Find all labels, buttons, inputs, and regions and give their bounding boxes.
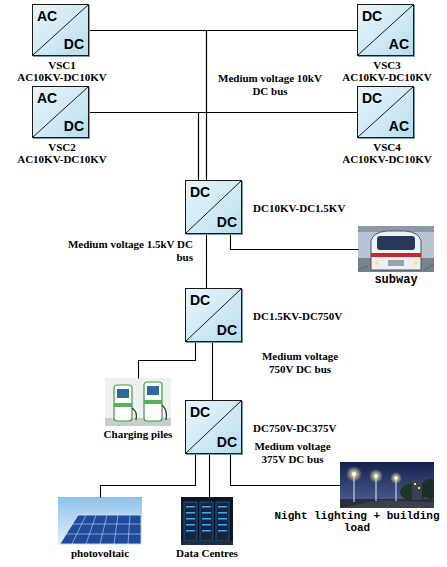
converter-rating: AC10KV-DC10KV — [327, 153, 447, 165]
converter-name: VSC1 — [2, 59, 122, 71]
charging-scene — [105, 378, 171, 426]
load-picture-box: Data Centres — [181, 497, 233, 545]
street-light-picture — [340, 462, 434, 508]
load-caption: Charging piles — [78, 428, 198, 440]
converter-name: VSC3 — [327, 59, 447, 71]
load-label: Data Centres — [147, 547, 267, 559]
bus-wire — [139, 343, 196, 379]
converter-diagonal-line — [186, 289, 241, 341]
converter-name: VSC2 — [2, 141, 122, 153]
converter-rating: AC10KV-DC10KV — [327, 71, 447, 83]
bus-label: Medium voltage 1.5kV DC bus — [62, 238, 193, 264]
converter-caption: DC750V-DC375V — [253, 422, 337, 434]
data-centre-picture — [181, 497, 233, 545]
converter-rating: AC10KV-DC10KV — [2, 153, 122, 165]
converter-port-label: DC — [64, 36, 84, 52]
converter-diagonal-line — [358, 87, 413, 137]
load-picture-box: photovoltaic — [58, 497, 142, 545]
bus-wire — [209, 455, 210, 498]
converter-diagonal-line — [186, 181, 241, 233]
bus-wire — [199, 113, 358, 181]
bus-wire — [90, 113, 199, 181]
load-caption: photovoltaic — [40, 547, 160, 559]
converter-box: ACDCVSC1AC10KV-DC10KV — [32, 4, 89, 56]
converter-port-label: DC — [217, 434, 237, 450]
converter-port-label: AC — [37, 90, 57, 106]
converter-port-label: DC — [64, 118, 84, 134]
converter-rating: DC10KV-DC1.5KV — [253, 202, 345, 214]
converter-diagonal-line — [186, 401, 241, 453]
bus-wire — [90, 31, 207, 181]
bus-wire — [206, 235, 207, 289]
bus-wire — [212, 343, 213, 401]
converter-port-label: DC — [362, 90, 382, 106]
converter-box: DCDCDC1.5KV-DC750V — [185, 288, 242, 342]
subway-scene — [358, 226, 434, 272]
bus-label: Medium voltage 375V DC bus — [245, 440, 340, 466]
photovoltaic-picture — [58, 497, 142, 545]
converter-box: DCDCDC750V-DC375V — [185, 400, 242, 454]
converter-caption: VSC4AC10KV-DC10KV — [327, 141, 447, 165]
photovoltaic-scene — [58, 497, 142, 545]
bus-label: Medium voltage 10kV DC bus — [215, 72, 325, 98]
bus-wire — [231, 235, 359, 250]
converter-name: VSC4 — [327, 141, 447, 153]
load-picture-box: Night lighting + building load — [340, 462, 434, 508]
load-caption: Night lighting + building load — [272, 510, 442, 534]
converter-caption: DC10KV-DC1.5KV — [253, 202, 345, 214]
converter-diagonal-line — [358, 5, 413, 55]
converter-port-label: AC — [389, 118, 409, 134]
converter-port-label: DC — [217, 322, 237, 338]
converter-diagonal-line — [33, 87, 88, 137]
converter-port-label: AC — [389, 36, 409, 52]
load-label: Charging piles — [78, 428, 198, 440]
converter-port-label: DC — [190, 404, 210, 420]
converter-box: DCDCDC10KV-DC1.5KV — [185, 180, 242, 234]
data-centre-scene — [181, 497, 233, 545]
converter-port-label: AC — [37, 8, 57, 24]
load-label: Night lighting + building load — [272, 510, 442, 534]
converter-caption: VSC1AC10KV-DC10KV — [2, 59, 122, 83]
load-picture-box: subway — [358, 226, 434, 272]
converter-rating: DC750V-DC375V — [253, 422, 337, 434]
converter-box: DCACVSC3AC10KV-DC10KV — [357, 4, 414, 56]
converter-port-label: DC — [190, 292, 210, 308]
converter-port-label: DC — [362, 8, 382, 24]
converter-rating: DC1.5KV-DC750V — [253, 310, 342, 322]
converter-box: ACDCVSC2AC10KV-DC10KV — [32, 86, 89, 138]
load-caption: Data Centres — [147, 547, 267, 559]
load-label: photovoltaic — [40, 547, 160, 559]
converter-rating: AC10KV-DC10KV — [2, 71, 122, 83]
street-light-scene — [340, 462, 434, 508]
bus-wire — [207, 31, 358, 181]
converter-box: DCACVSC4AC10KV-DC10KV — [357, 86, 414, 138]
converter-caption: VSC3AC10KV-DC10KV — [327, 59, 447, 83]
bus-label: Medium voltage 750V DC bus — [250, 350, 350, 376]
charging-picture — [105, 378, 171, 426]
bus-wire — [101, 455, 196, 498]
converter-caption: VSC2AC10KV-DC10KV — [2, 141, 122, 165]
load-label: subway — [336, 274, 447, 287]
subway-picture — [358, 226, 434, 272]
converter-port-label: DC — [217, 214, 237, 230]
converter-port-label: DC — [190, 184, 210, 200]
converter-diagonal-line — [33, 5, 88, 55]
converter-caption: DC1.5KV-DC750V — [253, 310, 342, 322]
load-caption: subway — [336, 274, 447, 287]
load-picture-box: Charging piles — [105, 378, 171, 426]
